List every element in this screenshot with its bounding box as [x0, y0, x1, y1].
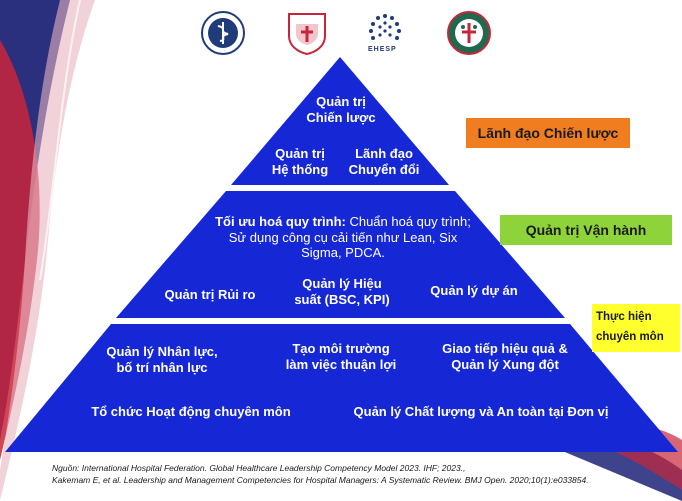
communication-conflict-text: Giao tiếp hiệu quả & Quản lý Xung đột	[442, 341, 568, 372]
professional-operations-text: Tổ chức Hoạt động chuyên môn	[91, 404, 291, 419]
pyramid-top-tier	[231, 57, 449, 185]
citation-line-1: Nguồn: International Hospital Federation…	[52, 463, 466, 473]
source-citation: Nguồn: International Hospital Federation…	[52, 462, 672, 487]
work-environment-text: Tạo môi trường làm việc thuận lợi	[285, 341, 397, 372]
ehesp-logo: EHESP	[362, 8, 408, 54]
risk-management-text: Quản trị Rủi ro	[164, 287, 256, 302]
university-crest-logo	[284, 10, 330, 56]
pyramid-bottom-tier	[5, 324, 678, 452]
professional-execution-tag: Thực hiện chuyên môn	[592, 304, 680, 352]
ministry-of-health-logo	[200, 10, 246, 56]
process-optimization-title: Tối ưu hoá quy trình:	[215, 214, 346, 229]
human-resources-text: Quản lý Nhân lực, bố trí nhân lực	[106, 344, 218, 375]
project-management-text: Quản lý dự án	[430, 283, 518, 298]
logo-row: EHESP	[0, 8, 682, 60]
quality-safety-text: Quản lý Chất lượng và An toàn tại Đơn vị	[353, 404, 609, 419]
strategic-leadership-tag: Lãnh đạo Chiến lược	[466, 118, 630, 148]
transformational-leadership-text: Lãnh đạo Chuyển đổi	[348, 146, 420, 177]
hospital-association-logo	[446, 10, 492, 56]
citation-line-2: Kakemam E, et al. Leadership and Managem…	[52, 475, 589, 486]
process-optimization-detail: Chuẩn hoá quy trình; Sử dụng công cụ cải…	[228, 214, 471, 261]
ehesp-caption: EHESP	[368, 46, 397, 53]
strategic-management-text: Quản trị Chiến lược	[306, 94, 376, 125]
performance-management-text: Quản lý Hiệu suất (BSC, KPI)	[294, 276, 390, 307]
pyramid-middle-tier	[116, 191, 565, 318]
system-management-text: Quản trị Hệ thống	[271, 146, 329, 177]
operations-management-tag: Quản trị Vận hành	[500, 215, 672, 245]
process-optimization-text: Tối ưu hoá quy trình: Chuẩn hoá quy trìn…	[212, 214, 474, 261]
